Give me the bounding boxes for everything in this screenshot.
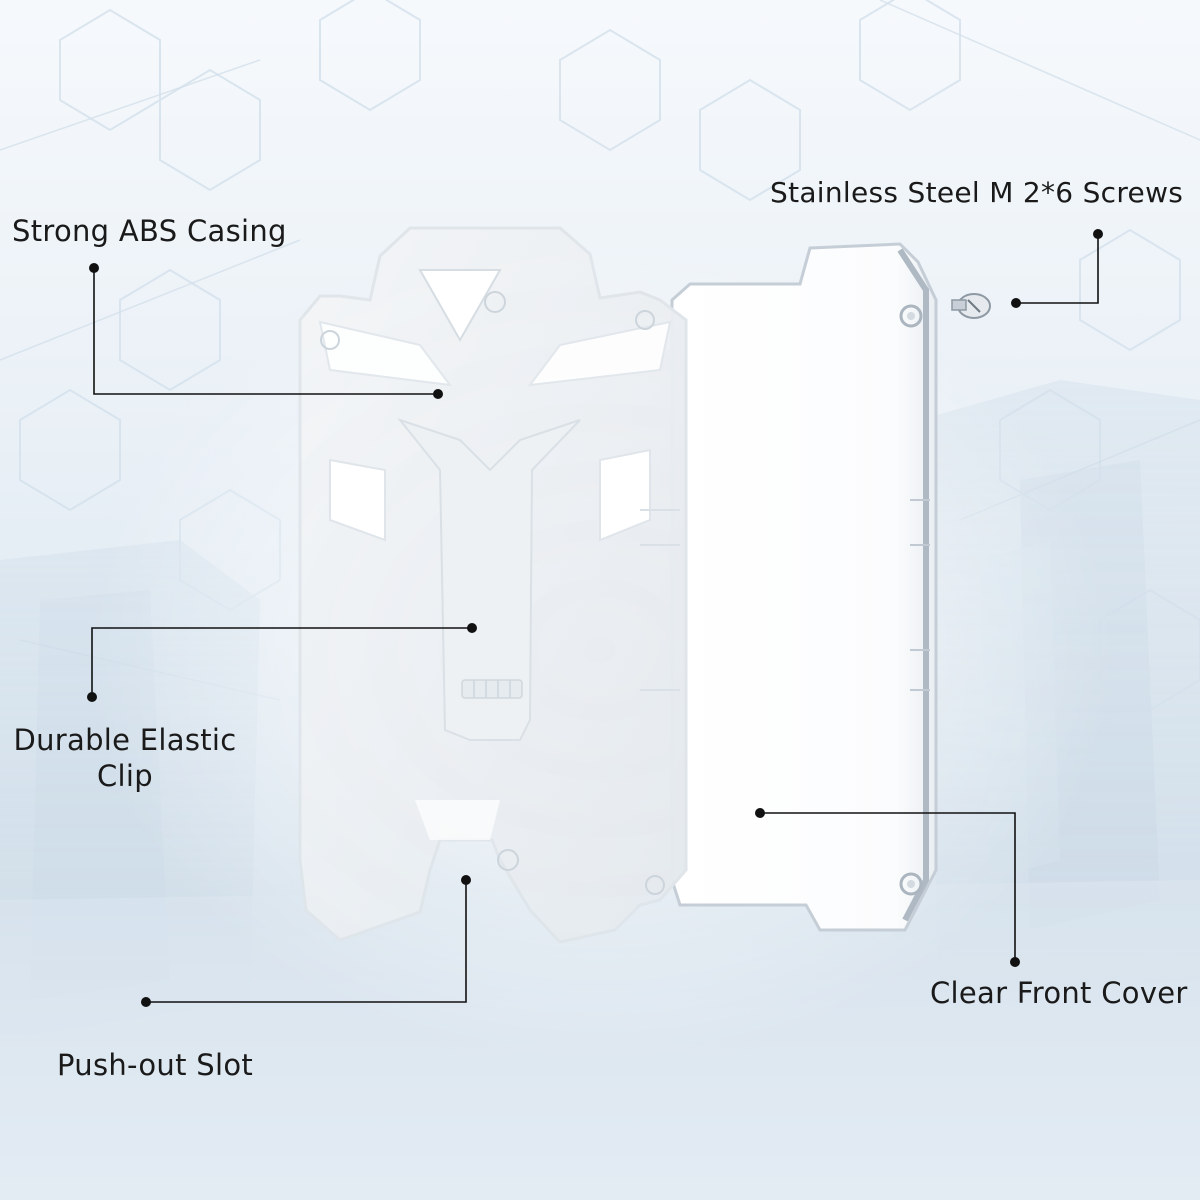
cover-leader-line	[760, 812, 1016, 962]
cover-dot-end	[1010, 957, 1020, 967]
screws-label: Stainless Steel M 2*6 Screws	[770, 176, 1184, 209]
slot-leader-line	[146, 880, 467, 1003]
clip-label-line2: Clip	[97, 759, 153, 793]
slot-label: Push-out Slot	[57, 1048, 254, 1082]
clip-label-line1: Durable Elastic	[13, 723, 237, 757]
screws-dot-start	[1093, 229, 1103, 239]
screw-illustration	[951, 293, 991, 319]
clip-dot-start	[87, 692, 97, 702]
slot-dot-end	[141, 997, 151, 1007]
clip-leader-line	[91, 627, 472, 697]
casing-dot-start	[89, 263, 99, 273]
casing-leader-line	[93, 268, 438, 395]
clear-front-cover-illustration	[670, 242, 938, 932]
abs-casing-illustration	[298, 226, 688, 944]
screws-leader-line	[1016, 234, 1099, 304]
casing-dot-end	[433, 389, 443, 399]
cover-dot-start	[755, 808, 765, 818]
screws-dot-end	[1011, 298, 1021, 308]
casing-label: Strong ABS Casing	[12, 214, 287, 248]
clip-label: Durable Elastic Clip	[10, 722, 240, 794]
slot-dot-start	[461, 875, 471, 885]
cover-label: Clear Front Cover	[930, 976, 1188, 1010]
clip-dot-end	[467, 623, 477, 633]
